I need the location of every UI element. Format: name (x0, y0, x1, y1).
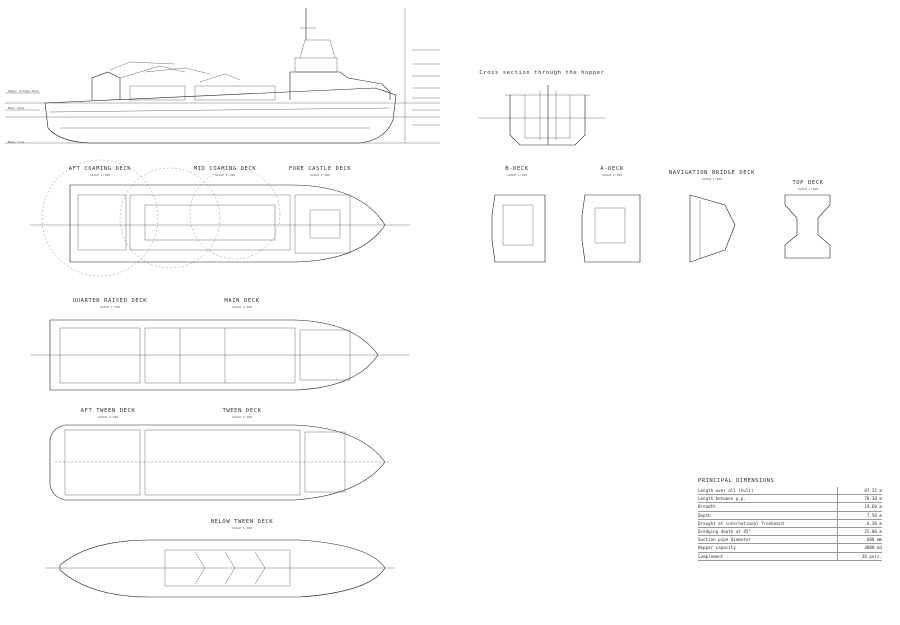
dimension-row: Complement 30 pers. (698, 552, 882, 561)
cross-section-label: Cross section through the hopper (479, 70, 605, 76)
aft-coaming-deck-label: AFT COAMING DECK (68, 166, 132, 172)
top-deck-label: TOP DECK (792, 180, 824, 186)
superstructure-decks (491, 194, 831, 263)
dimension-value: 78.30 m (837, 495, 882, 503)
principal-dimensions-table: PRINCIPAL DIMENSIONS Length over all (hu… (698, 478, 882, 561)
dimension-row: Dredging depth at 45° 25.00 m (698, 527, 882, 537)
dimension-value: 25.00 m (837, 527, 882, 536)
fore-castle-deck-label: FORE CASTLE DECK (288, 166, 352, 172)
dimension-row: Length over all (hull) 87.25 m (698, 487, 882, 496)
quarter-raised-deck-label: QUARTER RAISED DECK (72, 298, 148, 304)
dimension-value: 30 pers. (837, 552, 882, 560)
dimension-row: Depth 7.50 m (698, 511, 882, 520)
below-tween-deck-plan (45, 539, 395, 598)
dimension-row: Length between p.p. 78.30 m (698, 495, 882, 504)
side-profile (5, 8, 440, 144)
dimension-row: Hopper capacity 4000 m3 (698, 544, 882, 553)
dimension-label: Hopper capacity (698, 545, 736, 551)
dimension-value: 600 mm (837, 536, 882, 544)
dimension-row: Suction pipe diameter 600 mm (698, 536, 882, 545)
dimension-value: 19.60 m (837, 503, 882, 511)
dimension-value: 4000 m3 (837, 544, 882, 552)
cross-section-hopper (478, 85, 605, 146)
dimension-value: 6.30 m (837, 519, 882, 527)
dimension-label: Depth (698, 512, 711, 518)
dimension-label: Suction pipe diameter (698, 537, 751, 543)
dimension-value: 87.25 m (837, 487, 882, 495)
dimension-label: Draught at international freeboard (698, 520, 784, 526)
upper-deck-plan (30, 159, 410, 277)
dimension-row: Draught at international freeboard 6.30 m (698, 519, 882, 528)
dimension-label: Length over all (hull) (698, 488, 754, 493)
main-deck-plan (30, 319, 410, 391)
dimension-row: Breadth 19.60 m (698, 503, 882, 512)
tween-deck-plan (49, 424, 390, 501)
aft-tween-deck-label: AFT TWEEN DECK (80, 408, 136, 414)
below-tween-deck-label: BELOW TWEEN DECK (210, 519, 274, 525)
mid-coaming-deck-label: MID COAMING DECK (193, 166, 257, 172)
dimension-label: Complement (698, 553, 724, 559)
b-deck-label: B-DECK (505, 166, 529, 172)
main-deck-label: MAIN DECK (224, 298, 260, 304)
dimension-label: Dredging depth at 45° (698, 528, 751, 534)
dimension-value: 7.50 m (837, 511, 882, 519)
dimension-label: Length between p.p. (698, 496, 746, 502)
navigation-bridge-deck-label: NAVIGATION BRIDGE DECK (668, 170, 756, 176)
tween-deck-label: TWEEN DECK (222, 408, 262, 414)
a-deck-label: A-DECK (600, 166, 624, 172)
dimension-label: Breadth (698, 504, 716, 510)
principal-dimensions-title: PRINCIPAL DIMENSIONS (698, 478, 775, 484)
